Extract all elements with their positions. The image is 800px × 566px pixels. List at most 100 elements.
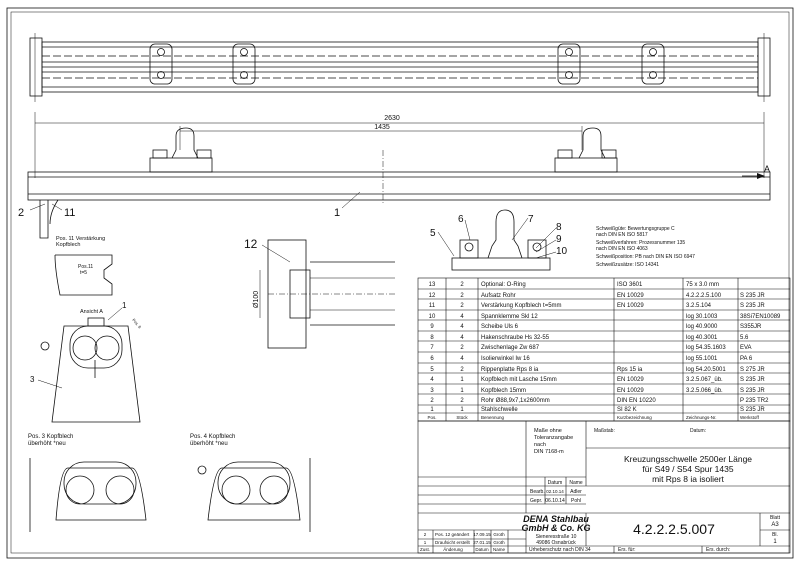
- detail-pos4-subtitle: überhöht *neu: [190, 441, 228, 447]
- svg-text:nach: nach: [534, 442, 546, 448]
- svg-text:Schweißzusätze: ISO 14341: Schweißzusätze: ISO 14341: [596, 262, 659, 268]
- svg-text:1: 1: [424, 540, 427, 545]
- table-row: 10 4 Spannklemme Skl 12 log 30.1003 38Si7EN1…: [429, 314, 781, 320]
- dimension-inner: 1435: [374, 124, 390, 131]
- svg-text:17.09.15: 17.09.15: [473, 532, 491, 537]
- svg-text:4: 4: [460, 314, 464, 320]
- revision-table: 2 Pos. 12 geändert 17.09.15 Groth 1 Drau…: [420, 532, 506, 552]
- bom-table-grid: [417, 277, 791, 422]
- svg-text:10: 10: [429, 314, 436, 320]
- svg-text:4: 4: [460, 335, 464, 341]
- sheet-label: Blatt: [770, 515, 781, 521]
- svg-text:nach DIN EN ISO 4063: nach DIN EN ISO 4063: [596, 246, 648, 252]
- svg-text:9: 9: [430, 324, 434, 330]
- drawing-frame: [6, 7, 794, 559]
- svg-text:Zwischenlage Zw 687: Zwischenlage Zw 687: [481, 345, 540, 351]
- svg-text:Stahlschwelle: Stahlschwelle: [481, 407, 518, 413]
- svg-text:2: 2: [430, 398, 434, 404]
- replaced-by-label: Ers. durch:: [706, 547, 730, 553]
- callout-1: 1: [334, 207, 340, 219]
- svg-text:Spannklemme Skl 12: Spannklemme Skl 12: [481, 314, 538, 320]
- detail-pos3-title: Pos. 3 Kopfblech: [28, 434, 73, 440]
- svg-text:2: 2: [460, 367, 464, 373]
- detail-pos11-title: Pos. 11 Verstärkung: [56, 236, 105, 242]
- bearb-name: Adler: [570, 489, 582, 495]
- view-a-label: Ansicht A: [80, 309, 103, 315]
- svg-text:4: 4: [430, 377, 434, 383]
- col-name: Name: [569, 480, 583, 486]
- sheet-number: 1: [773, 539, 777, 545]
- svg-text:8: 8: [430, 335, 434, 341]
- title-block-grid: [417, 420, 791, 554]
- svg-text:EN 10029: EN 10029: [617, 377, 644, 383]
- callout-6: 6: [458, 214, 464, 225]
- dimension-lines: [34, 112, 765, 178]
- sheet-number-label: Bl.: [772, 532, 778, 538]
- svg-text:ISO 3601: ISO 3601: [617, 282, 643, 288]
- svg-text:log 30.1003: log 30.1003: [686, 314, 718, 320]
- detail-pos12-tube: [259, 239, 395, 349]
- svg-text:13: 13: [429, 282, 436, 288]
- svg-text:log 40.9000: log 40.9000: [686, 324, 718, 330]
- svg-text:DIN 7168-m: DIN 7168-m: [534, 449, 564, 455]
- company-name-line1: DENA Stahlbau: [523, 514, 589, 524]
- detail-pos11-subtitle: Kopfblech: [56, 242, 80, 248]
- svg-text:Isolierwinkel Iw 16: Isolierwinkel Iw 16: [481, 356, 530, 362]
- svg-text:log 54.35.1603: log 54.35.1603: [686, 345, 726, 351]
- svg-text:Draufsicht erstellt: Draufsicht erstellt: [435, 540, 471, 545]
- svg-text:P 235 TR2: P 235 TR2: [740, 398, 769, 404]
- detail-pos11-label: Pos.11: [78, 264, 93, 270]
- detail-pos11-thickness: t=5: [80, 270, 87, 276]
- svg-text:Benennung: Benennung: [481, 415, 505, 420]
- svg-text:Änderung: Änderung: [443, 546, 463, 552]
- gepr-date: 06.10.14: [545, 498, 565, 504]
- svg-text:S 275 JR: S 275 JR: [740, 367, 765, 373]
- svg-text:27.01.15: 27.01.15: [473, 540, 491, 545]
- bom-header: Pos. Stück Benennung Kurzbezeichnung Zei…: [427, 415, 759, 420]
- svg-text:EN 10029: EN 10029: [617, 293, 644, 299]
- drawing-title: Kreuzungsschwelle 2500er Länge für S49 /…: [624, 454, 752, 484]
- date-label: Datum:: [690, 428, 706, 434]
- svg-text:Kreuzungsschwelle 2500er Länge: Kreuzungsschwelle 2500er Länge: [624, 454, 752, 464]
- svg-text:1: 1: [460, 377, 464, 383]
- diameter-label: Ø100: [253, 291, 260, 308]
- callout-5: 5: [430, 228, 436, 239]
- view-a-tag: Pos. 8: [131, 317, 143, 329]
- svg-text:38Si7EN10089: 38Si7EN10089: [740, 314, 781, 320]
- svg-text:Aufsatz Rohr: Aufsatz Rohr: [481, 293, 516, 299]
- svg-text:1: 1: [460, 407, 464, 413]
- svg-text:Rohr Ø88,9x7,1x2600mm: Rohr Ø88,9x7,1x2600mm: [481, 398, 550, 404]
- callout-1-view-a: 1: [122, 301, 127, 310]
- company-address-1: Sieneresstraße 10: [536, 534, 577, 540]
- svg-text:Groth: Groth: [493, 532, 505, 537]
- svg-text:Toleranzangabe: Toleranzangabe: [534, 435, 573, 441]
- svg-text:log 40.3001: log 40.3001: [686, 335, 718, 341]
- detail-pos4-title: Pos. 4 Kopfblech: [190, 434, 235, 440]
- svg-text:Name: Name: [493, 547, 506, 552]
- svg-text:Kopfblech mit Lasche 15mm: Kopfblech mit Lasche 15mm: [481, 377, 557, 383]
- svg-text:75 x 3.0 mm: 75 x 3.0 mm: [686, 282, 719, 288]
- callout-2: 2: [18, 207, 24, 219]
- revision-header: Zust. Änderung Datum Name: [420, 546, 506, 552]
- svg-text:Schweißverfahren: Prozessnumme: Schweißverfahren: Prozessnummer 135: [596, 240, 685, 246]
- detail-pos11-plate: [54, 254, 113, 296]
- svg-text:Stück: Stück: [456, 415, 468, 420]
- svg-text:Schweißgüte: Bewertungsgruppe: Schweißgüte: Bewertungsgruppe C: [596, 226, 675, 232]
- svg-text:3.2.5.066_üb.: 3.2.5.066_üb.: [686, 388, 723, 394]
- svg-text:EN 10029: EN 10029: [617, 303, 644, 309]
- callout-8: 8: [556, 222, 562, 233]
- company-address-2: 49086 Osnabrück: [536, 540, 576, 546]
- detail-view-a: [40, 317, 141, 423]
- svg-text:Pos. 12 geändert: Pos. 12 geändert: [435, 532, 470, 537]
